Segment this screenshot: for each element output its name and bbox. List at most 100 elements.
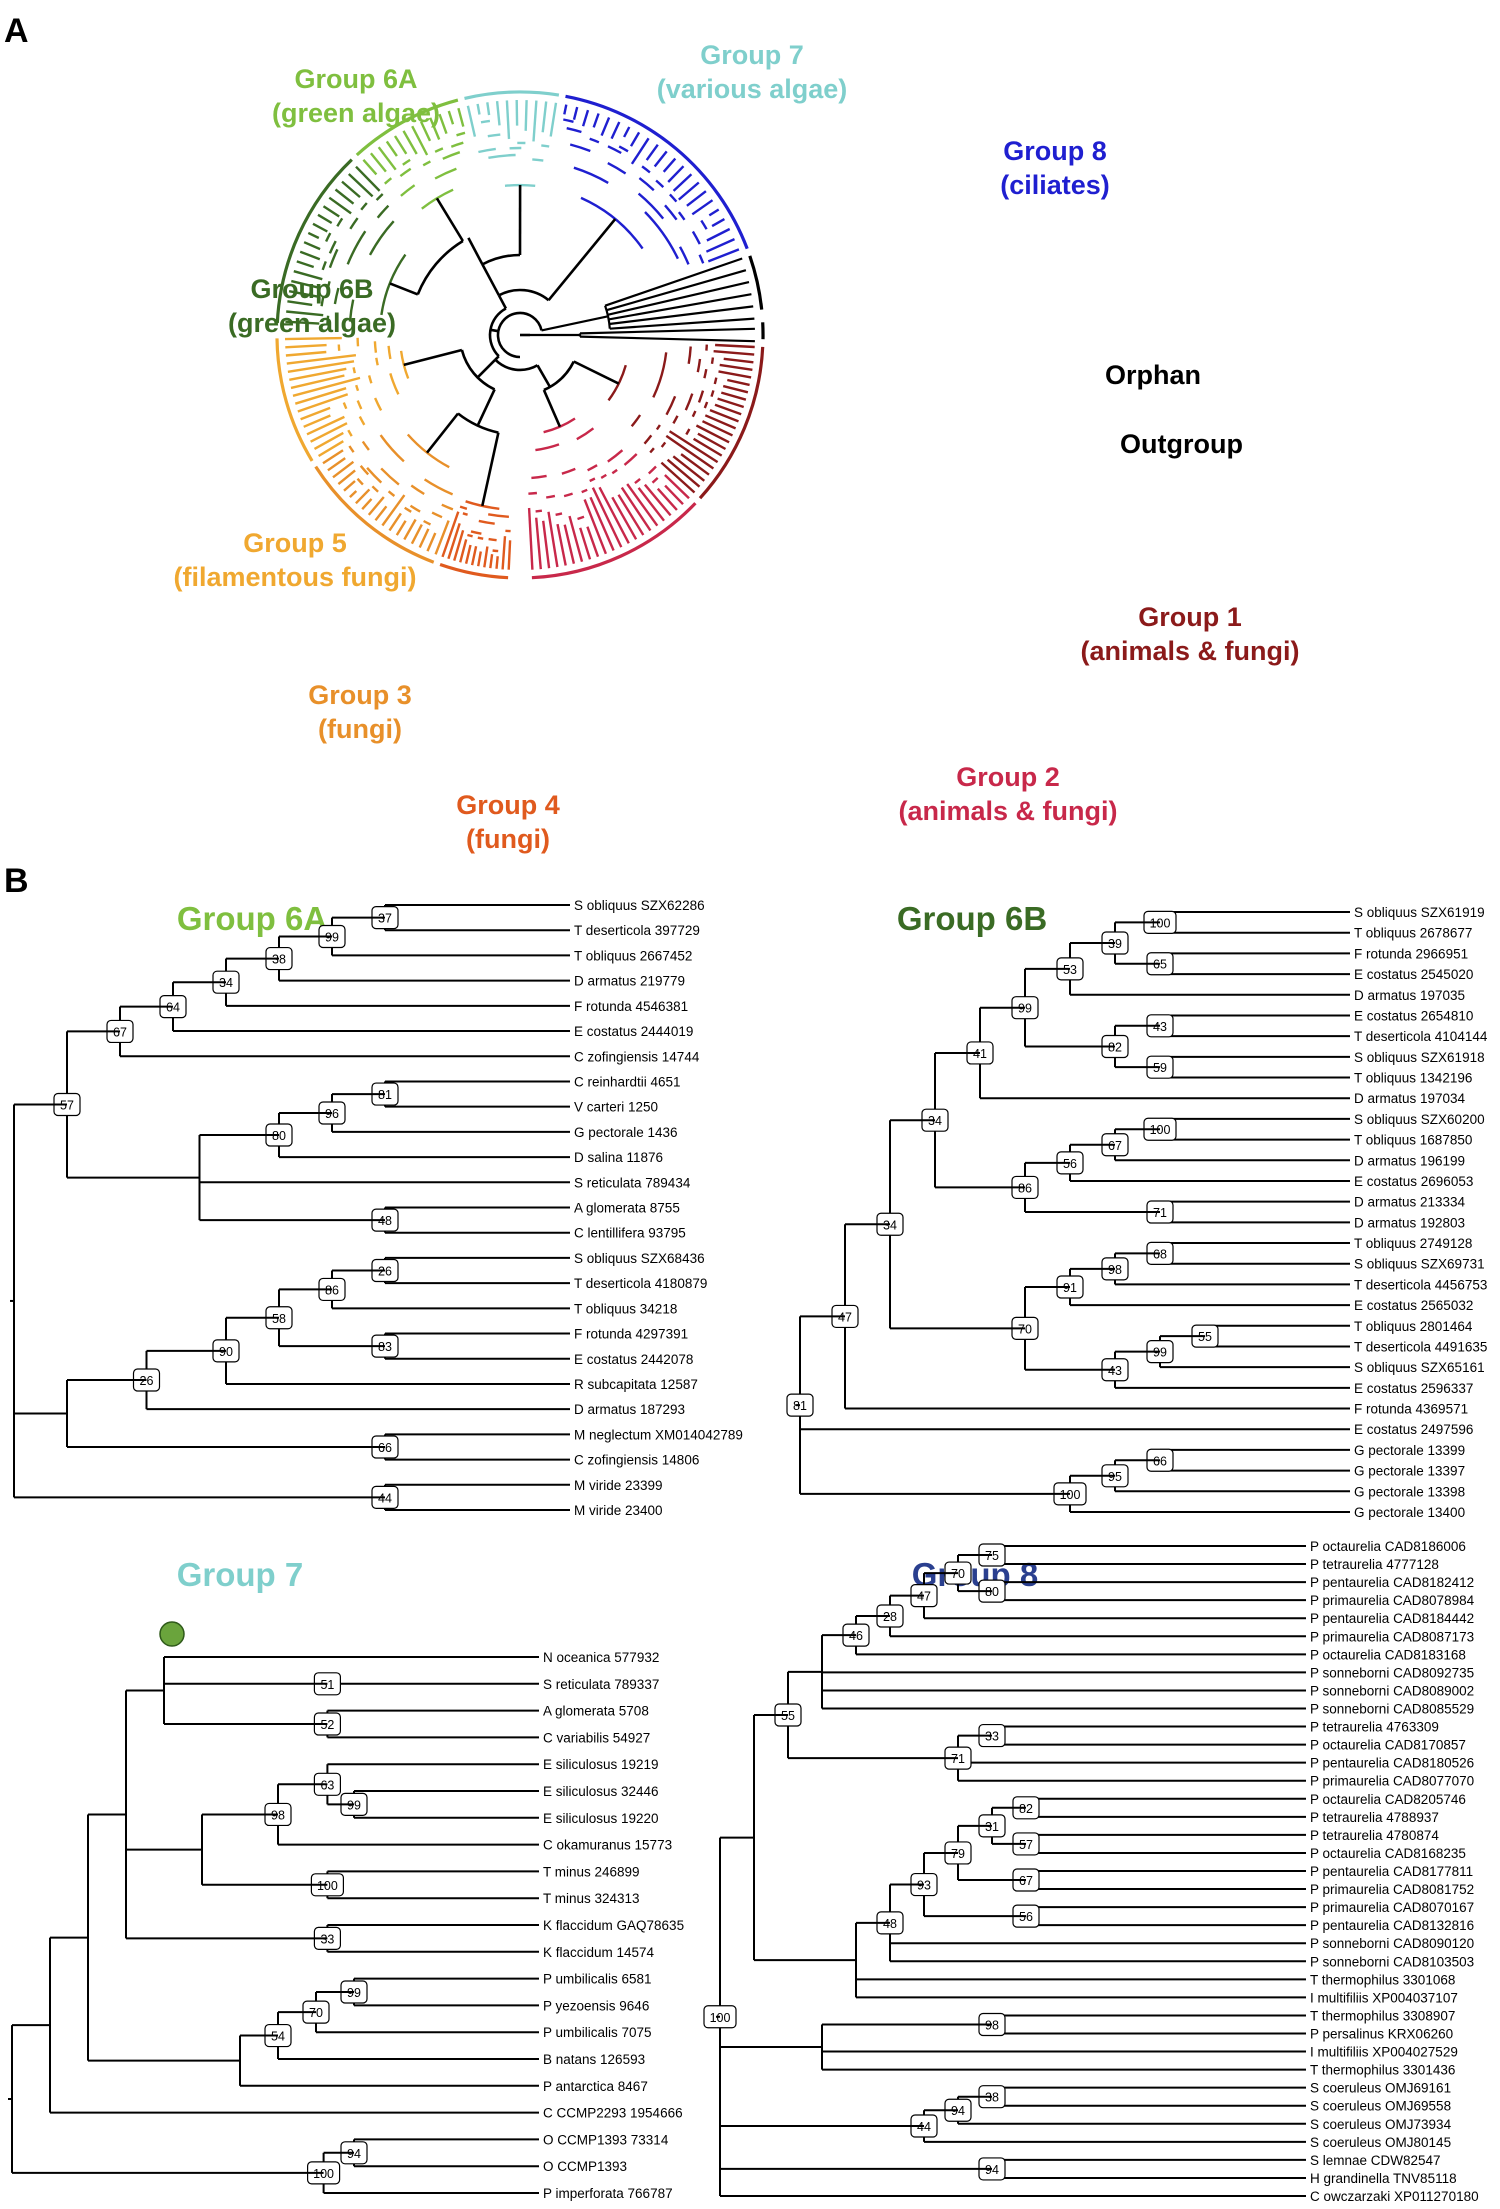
tip-label: P sonneborni CAD8085529 xyxy=(1310,1702,1474,1717)
tree-branch xyxy=(607,281,750,316)
tip-label: T thermophilus 3301068 xyxy=(1310,1972,1455,1987)
tree-branch xyxy=(328,240,337,254)
tip-label: E siliculosus 19219 xyxy=(543,1757,659,1772)
support-value: 54 xyxy=(271,2030,285,2044)
tree-branch xyxy=(362,159,378,176)
tree-branch xyxy=(666,458,701,488)
clade-g1 xyxy=(607,343,765,500)
support-value: 37 xyxy=(378,912,392,926)
support-value: 67 xyxy=(113,1025,127,1039)
support-value: 94 xyxy=(951,2104,965,2118)
tree-branch xyxy=(393,135,408,155)
tree-branch xyxy=(604,257,743,307)
tree-branch xyxy=(327,457,346,472)
support-value: 70 xyxy=(1018,1322,1032,1336)
tree-branch xyxy=(555,512,563,516)
tree-branch xyxy=(576,427,595,441)
tip-label: T deserticola 4491635 xyxy=(1354,1339,1487,1354)
tree-branch xyxy=(665,434,715,470)
support-value: 70 xyxy=(951,1567,965,1581)
tree-branch xyxy=(561,467,576,475)
clade-ring-g6b xyxy=(275,158,353,324)
tree-branch xyxy=(607,162,627,175)
tip-label: P persalinus KRX06260 xyxy=(1310,2027,1453,2042)
support-value: 64 xyxy=(166,1001,180,1015)
tree-branch xyxy=(404,506,412,513)
tree-branch xyxy=(366,467,383,484)
clade-label-orphan: Orphan xyxy=(1105,360,1201,390)
tip-label: S obliquus SZX60200 xyxy=(1354,1112,1485,1127)
root-marker-icon xyxy=(159,1621,185,1647)
tree-branch xyxy=(587,464,598,472)
support-value: 75 xyxy=(985,1549,999,1563)
support-value: 47 xyxy=(838,1310,852,1324)
support-value: 99 xyxy=(347,1798,361,1812)
panel-letter-b: B xyxy=(4,862,29,900)
tree-branch xyxy=(691,230,701,245)
tree-branch xyxy=(411,125,429,156)
tree-branch xyxy=(480,119,491,124)
tip-label: F rotunda 4546381 xyxy=(574,999,688,1014)
tree-branch xyxy=(410,484,425,496)
tree-branch xyxy=(476,358,497,379)
tree-branch xyxy=(434,520,450,555)
tree-branch xyxy=(715,343,755,349)
tip-label: I multifiliis XP004037107 xyxy=(1310,1990,1458,2005)
support-value: 98 xyxy=(985,2018,999,2032)
tree-branch xyxy=(300,406,331,421)
support-value: 82 xyxy=(1019,1802,1033,1816)
tree-branch xyxy=(685,428,691,436)
tree-branch xyxy=(367,496,385,516)
tree-branch xyxy=(680,453,710,476)
clade-ring-g3 xyxy=(314,465,435,564)
clade-g3 xyxy=(314,433,454,564)
tree-branch xyxy=(492,549,499,553)
tip-label: P octaurelia CAD8183168 xyxy=(1310,1647,1466,1662)
support-value: 90 xyxy=(219,1345,233,1359)
tree-branch xyxy=(714,403,742,416)
support-value: 81 xyxy=(793,1399,807,1413)
tree-branch xyxy=(453,529,465,561)
clade-g7 xyxy=(464,90,560,187)
tree-branch xyxy=(296,260,315,269)
tree-branch xyxy=(644,211,679,260)
tree-branch xyxy=(618,145,629,153)
tree-branch xyxy=(652,352,668,398)
tree-branch xyxy=(476,388,496,427)
support-value: 48 xyxy=(883,1917,897,1931)
tip-label: P pentaurelia CAD8180526 xyxy=(1310,1756,1474,1771)
tip-label: K flaccidum 14574 xyxy=(543,1945,655,1960)
tip-label: S obliquus SZX61918 xyxy=(1354,1050,1485,1065)
tip-label: S coeruleus OMJ80145 xyxy=(1310,2135,1451,2150)
tree-branch xyxy=(488,153,516,159)
tree-branch xyxy=(665,395,677,416)
tip-label: E costatus 2444019 xyxy=(574,1024,693,1039)
tree-branch xyxy=(293,270,323,281)
tree-branch xyxy=(356,477,364,486)
support-value: 53 xyxy=(1063,963,1077,977)
support-value: 34 xyxy=(883,1218,897,1232)
support-value: 26 xyxy=(140,1374,154,1388)
tree-branch xyxy=(723,357,754,364)
tree-branch xyxy=(494,358,539,372)
tree-branch xyxy=(592,113,600,128)
tree-branch xyxy=(608,293,752,321)
tree-branch xyxy=(711,218,725,228)
clade-sublabel-g8: (ciliates) xyxy=(1000,170,1110,200)
support-value: 100 xyxy=(1060,1488,1081,1502)
tree-branch xyxy=(328,248,339,269)
tree-branch xyxy=(660,461,696,494)
tree-branch xyxy=(292,376,361,397)
tip-label: E siliculosus 32446 xyxy=(543,1784,659,1799)
tree-branch xyxy=(387,345,392,360)
tip-label: T deserticola 4180879 xyxy=(574,1276,707,1291)
tree-branch xyxy=(637,487,665,522)
tree-branch xyxy=(286,310,324,317)
tree-branch xyxy=(718,370,752,379)
tree-branch xyxy=(285,343,327,349)
tree-branch xyxy=(691,410,697,418)
tree-branch xyxy=(656,487,678,511)
support-value: 86 xyxy=(1018,1181,1032,1195)
panel-letter-a: A xyxy=(4,12,29,50)
support-value: 39 xyxy=(1108,937,1122,951)
